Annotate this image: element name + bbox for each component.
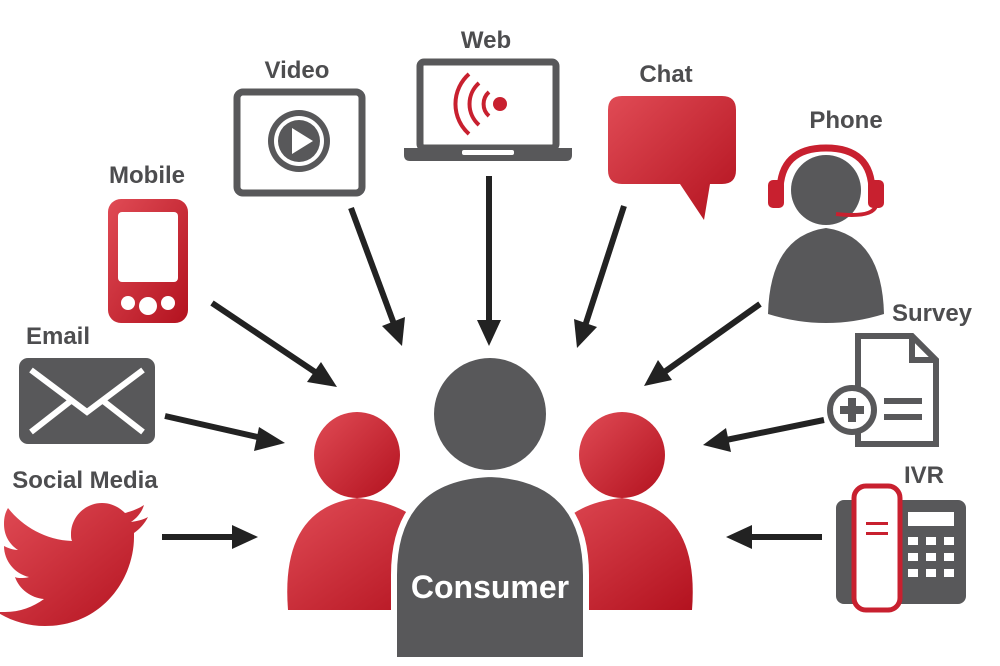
channel-label-survey: Survey — [892, 300, 973, 327]
channel-label-ivr: IVR — [904, 462, 944, 489]
arrow-ivr — [726, 525, 822, 549]
channel-label-phone: Phone — [809, 107, 882, 134]
channel-label-video: Video — [265, 57, 330, 84]
arrow-email — [164, 413, 285, 451]
channel-label-web: Web — [461, 27, 511, 54]
laptop-wifi-icon — [404, 58, 572, 161]
channel-label-social-media: Social Media — [12, 467, 158, 494]
channel-label-email: Email — [26, 323, 90, 350]
envelope-icon — [19, 358, 155, 444]
consumer-label: Consumer — [411, 569, 569, 605]
headset-agent-icon — [768, 144, 884, 323]
arrow-web — [477, 176, 501, 346]
arrow-survey — [703, 417, 825, 452]
survey-form-icon — [827, 333, 939, 447]
channel-label-chat: Chat — [639, 61, 692, 88]
desk-phone-icon — [836, 483, 966, 613]
chat-bubble-icon — [608, 96, 736, 220]
channel-label-mobile: Mobile — [109, 162, 185, 189]
arrow-phone — [644, 301, 762, 386]
arrow-video — [348, 206, 405, 346]
arrow-social-media — [162, 525, 258, 549]
video-play-icon — [233, 88, 366, 197]
arrow-mobile — [210, 300, 337, 387]
consumer-group-icon — [287, 352, 693, 663]
twitter-bird-icon — [0, 503, 148, 626]
arrow-chat — [574, 205, 627, 348]
mobile-phone-icon — [108, 199, 188, 323]
